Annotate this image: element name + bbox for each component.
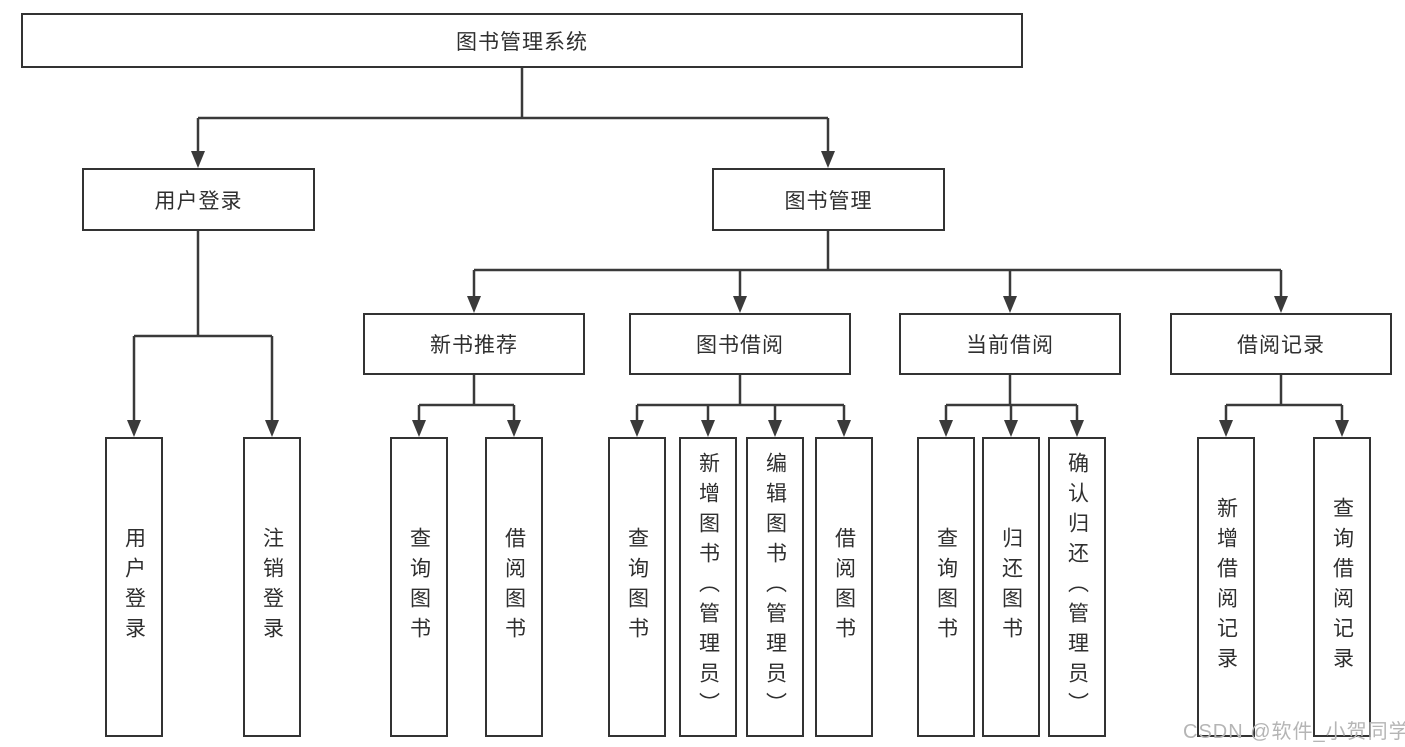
node-user-login-label: 用户登录 [154,189,243,213]
node-user-login: 用户登录 [82,168,315,231]
leaf-borrow-books: 借阅图书 [815,437,873,737]
leaf-borrowing-query-books: 查询图书 [608,437,666,737]
leaf-add-borrow-record: 新增借阅记录 [1197,437,1255,737]
csdn-watermark: CSDN @软件_小贺同学 [1183,721,1405,743]
node-book-borrowing: 图书借阅 [629,313,851,375]
leaf-recommend-borrow-books: 借阅图书 [485,437,543,737]
node-book-borrowing-label: 图书借阅 [696,334,784,357]
leaf-borrowing-query-books-label: 查询图书 [625,527,649,647]
leaf-confirm-return-admin: 确认归还（管理员） [1048,437,1106,737]
node-new-book-recommend: 新书推荐 [363,313,585,375]
leaf-add-books-admin: 新增图书（管理员） [679,437,737,737]
leaf-current-query-books: 查询图书 [917,437,975,737]
node-root: 图书管理系统 [21,13,1023,68]
node-current-borrowing-label: 当前借阅 [966,334,1054,357]
leaf-edit-books-admin-label: 编辑图书（管理员） [763,452,787,722]
leaf-return-books: 归还图书 [982,437,1040,737]
leaf-confirm-return-admin-label: 确认归还（管理员） [1065,452,1089,722]
node-book-management: 图书管理 [712,168,945,231]
leaf-add-books-admin-label: 新增图书（管理员） [696,452,720,722]
leaf-return-books-label: 归还图书 [999,527,1023,647]
leaf-query-borrow-record: 查询借阅记录 [1313,437,1371,737]
leaf-user-login: 用户登录 [105,437,163,737]
node-borrowing-records-label: 借阅记录 [1237,334,1325,357]
leaf-edit-books-admin: 编辑图书（管理员） [746,437,804,737]
node-borrowing-records: 借阅记录 [1170,313,1392,375]
leaf-query-borrow-record-label: 查询借阅记录 [1330,497,1354,677]
leaf-recommend-query-books-label: 查询图书 [407,527,431,647]
leaf-current-query-books-label: 查询图书 [934,527,958,647]
node-book-management-label: 图书管理 [784,189,873,213]
node-new-book-recommend-label: 新书推荐 [430,334,518,357]
leaf-borrow-books-label: 借阅图书 [832,527,856,647]
leaf-logout-label: 注销登录 [260,527,284,647]
leaf-add-borrow-record-label: 新增借阅记录 [1214,497,1238,677]
leaf-logout: 注销登录 [243,437,301,737]
leaf-recommend-query-books: 查询图书 [390,437,448,737]
leaf-user-login-label: 用户登录 [122,527,146,647]
node-root-label: 图书管理系统 [456,30,588,54]
leaf-recommend-borrow-books-label: 借阅图书 [502,527,526,647]
node-current-borrowing: 当前借阅 [899,313,1121,375]
